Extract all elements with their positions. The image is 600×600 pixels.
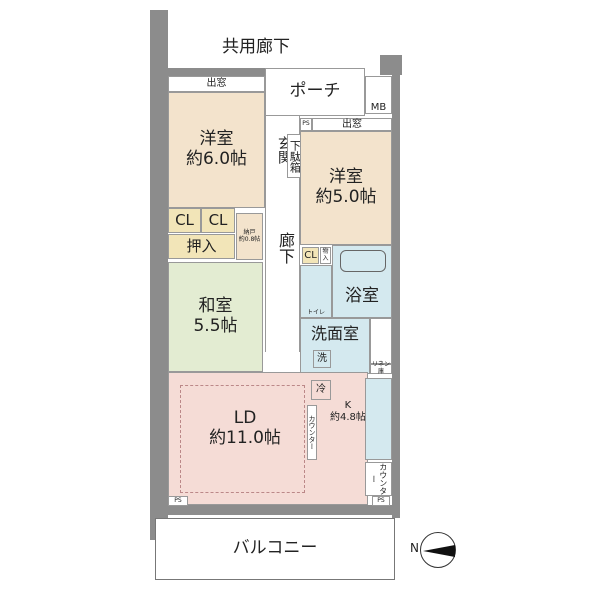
kitchen-cabinet <box>365 378 392 460</box>
pipe-space: PS <box>372 496 390 506</box>
storage: 納戸約0.8帖 <box>236 213 263 260</box>
western-room-2: 洋室 約5.0帖 <box>300 131 392 245</box>
north-label: N <box>410 541 419 555</box>
closet: CL <box>201 208 235 233</box>
wall <box>150 10 168 540</box>
pipe-space: PS <box>300 118 312 131</box>
counter: カウンター <box>365 462 392 496</box>
kitchen-label: K 約4.8帖 <box>330 400 366 423</box>
fridge: 冷 <box>311 380 331 400</box>
wall <box>150 505 400 515</box>
porch: ポーチ <box>265 68 365 116</box>
compass-arrow-icon <box>423 545 455 557</box>
rug-outline <box>180 385 305 493</box>
wall <box>168 68 268 76</box>
pipe-space: PS <box>168 496 188 506</box>
bathtub-icon <box>340 250 386 272</box>
vanity <box>370 318 392 364</box>
common-corridor-label: 共用廊下 <box>222 37 290 57</box>
closet: CL <box>302 247 319 264</box>
oshiire-closet: 押入 <box>168 234 235 259</box>
shoe-box: 下駄箱 <box>287 134 301 178</box>
living-dining <box>168 372 368 505</box>
washroom: 洗面室 <box>300 318 370 374</box>
bay-window: 出窓 <box>312 118 392 131</box>
western-room-1: 洋室 約6.0帖 <box>168 92 265 208</box>
storage-small: 物入 <box>320 247 331 264</box>
wall <box>392 68 400 518</box>
north-compass-icon <box>420 532 456 568</box>
kitchen-counter: カウンター <box>307 405 317 460</box>
bay-window: 出窓 <box>168 76 265 92</box>
meter-box: MB <box>365 76 392 114</box>
linen-storage: リネン庫 <box>370 361 392 375</box>
toilet: トイレ <box>300 265 332 318</box>
ld-label: LD 約11.0帖 <box>209 408 281 449</box>
washer: 洗 <box>313 350 331 368</box>
hallway-label: 廊下 <box>276 232 295 264</box>
bathroom: 浴室 <box>332 245 392 318</box>
japanese-room: 和室 5.5帖 <box>168 262 263 372</box>
balcony: バルコニー <box>155 518 395 580</box>
closet: CL <box>168 208 201 233</box>
